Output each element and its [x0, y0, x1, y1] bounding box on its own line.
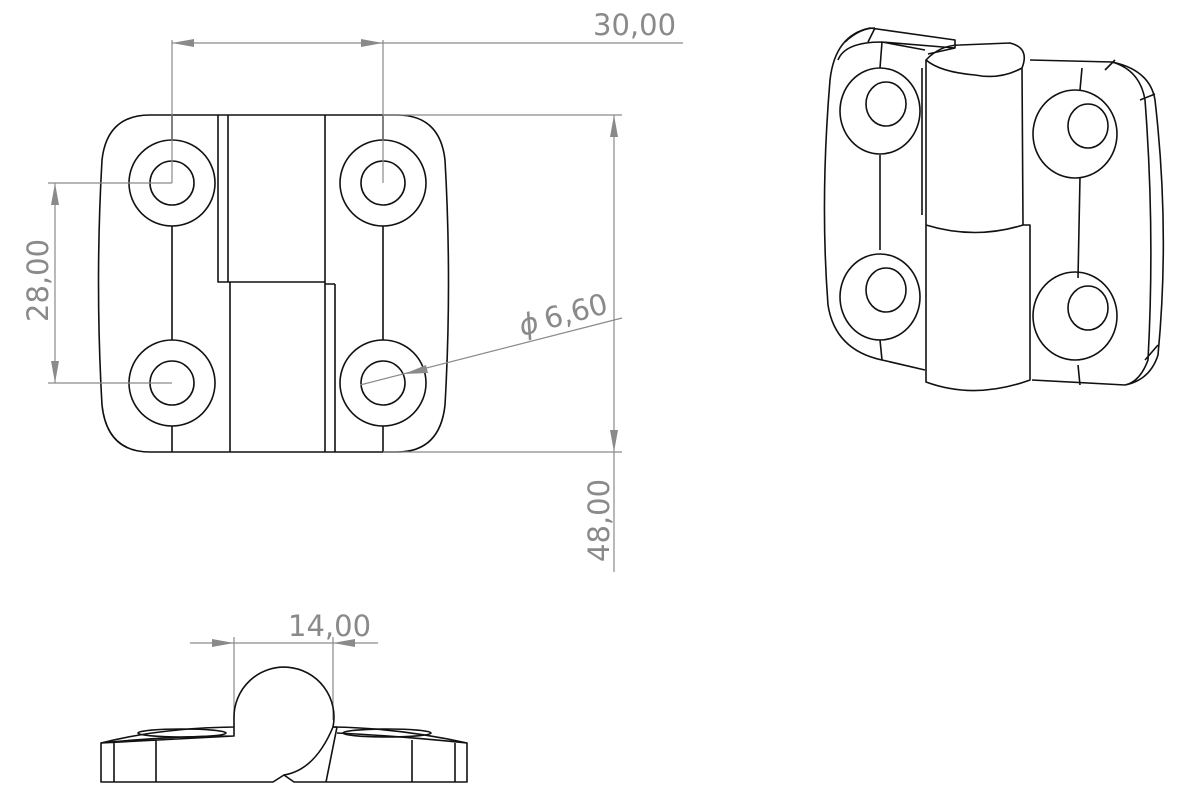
iso-left-leaf — [823, 27, 956, 371]
iso-left-ridge — [879, 41, 883, 361]
dimension-label-diameter: 6,60 — [540, 286, 611, 336]
iso-holes — [839, 67, 1118, 361]
side-hole-right — [342, 728, 432, 738]
hole-boss — [339, 339, 427, 427]
leaf-ridge-lines — [171, 115, 384, 452]
dimension-label-28: 28,00 — [21, 239, 55, 322]
side-hole-left — [137, 728, 227, 738]
dimension-label-48: 48,00 — [582, 479, 616, 562]
iso-right-ridge — [1077, 67, 1083, 386]
dimension-label-30: 30,00 — [593, 8, 676, 42]
mounting-holes — [128, 139, 427, 427]
diameter-symbol: ϕ — [515, 305, 542, 343]
dimension-48: 48,00 — [383, 114, 622, 572]
side-outline — [100, 666, 468, 783]
dimension-label-14: 14,00 — [288, 609, 371, 643]
knuckle-lines — [217, 115, 336, 452]
side-view — [100, 666, 468, 783]
isometric-view — [823, 27, 1165, 392]
dimension-14: 14,00 — [190, 609, 378, 720]
dimension-28: 28,00 — [21, 182, 172, 384]
hole — [360, 360, 406, 406]
iso-knuckle — [921, 42, 1031, 392]
dimension-diameter: ϕ 6,60 — [359, 286, 623, 386]
iso-right-leaf — [1029, 59, 1165, 386]
front-view — [97, 114, 450, 453]
dimension-30: 30,00 — [171, 8, 683, 183]
